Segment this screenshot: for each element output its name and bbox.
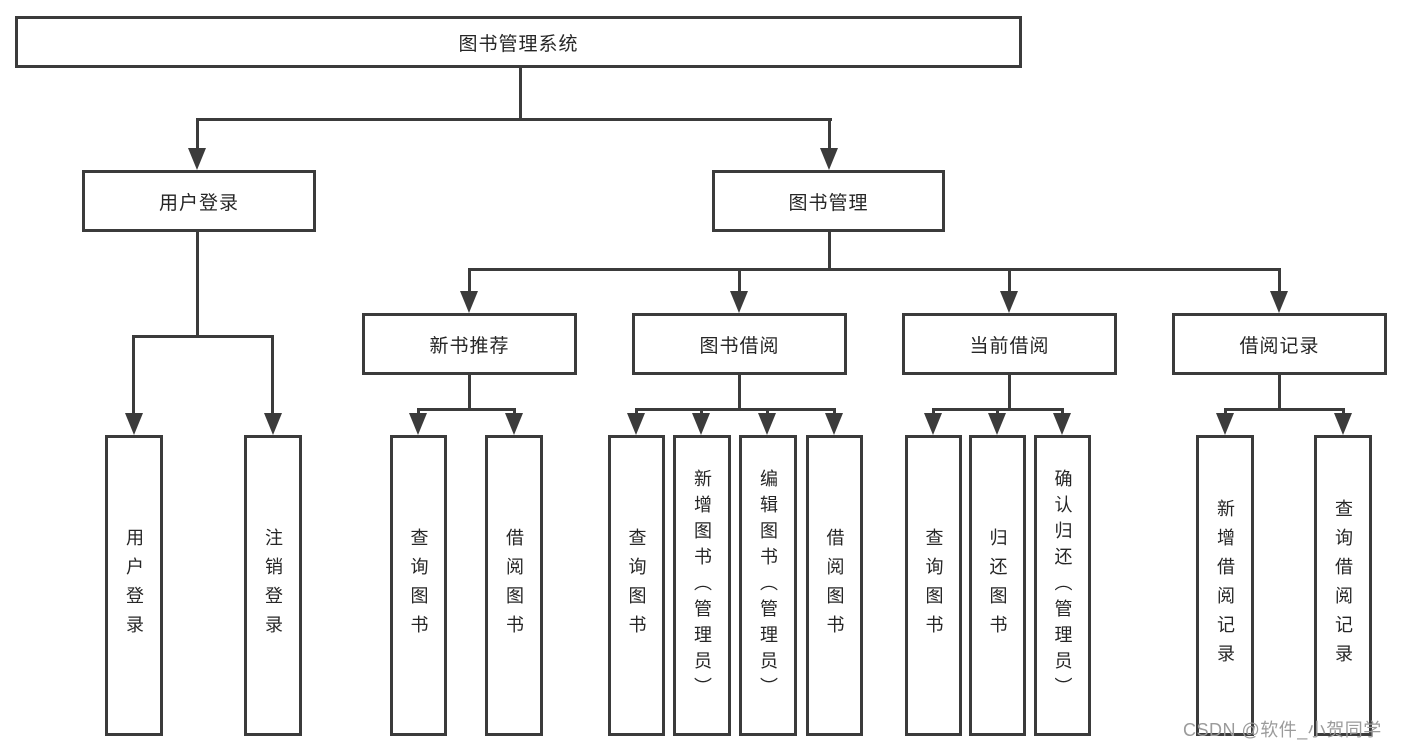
arrow-down-icon — [1270, 291, 1288, 313]
leaf-label: 借阅图书 — [504, 527, 524, 644]
connector-group-hbar — [417, 408, 516, 411]
connector-group-stem — [738, 268, 741, 293]
leaf-label: 编辑图书（管理员） — [758, 468, 778, 703]
connector-user-login-down — [196, 232, 199, 335]
arrow-down-icon — [825, 413, 843, 435]
connector-group-hbar — [1224, 408, 1345, 411]
connector-user-login-hbar — [132, 335, 274, 338]
connector-leaf-stem — [932, 408, 935, 416]
arrow-down-icon — [1053, 413, 1071, 435]
connector-leaf-stem — [996, 408, 999, 416]
leaf-add-borrow-record: 新增借阅记录 — [1196, 435, 1254, 736]
node-current-borrowing: 当前借阅 — [902, 313, 1117, 375]
arrow-down-icon — [1000, 291, 1018, 313]
leaf-add-books-admin: 新增图书（管理员） — [673, 435, 731, 736]
node-borrowing-records: 借阅记录 — [1172, 313, 1387, 375]
csdn-watermark: CSDN @软件_小贺同学 — [1183, 720, 1382, 740]
leaf-query-books-recommend: 查询图书 — [390, 435, 447, 736]
connector-leaf-stem — [271, 335, 274, 415]
connector-book-mgmt-hbar — [468, 268, 1281, 271]
leaf-label: 查询图书 — [923, 527, 944, 644]
connector-leaf-stem — [1342, 408, 1345, 416]
connector-group-stem — [468, 268, 471, 293]
connector-root-stem — [519, 68, 522, 118]
arrow-down-icon — [188, 148, 206, 170]
leaf-label: 确认归还（管理员） — [1052, 468, 1073, 703]
leaf-logout: 注销登录 — [244, 435, 302, 736]
connector-leaf-stem — [700, 408, 703, 416]
leaf-label: 新增图书（管理员） — [692, 468, 712, 703]
connector-leaf-stem — [1061, 408, 1064, 416]
arrow-down-icon — [264, 413, 282, 435]
node-book-management: 图书管理 — [712, 170, 945, 232]
arrow-down-icon — [627, 413, 645, 435]
node-library-management-system: 图书管理系统 — [15, 16, 1022, 68]
arrow-down-icon — [125, 413, 143, 435]
connector-group-stem — [1278, 268, 1281, 293]
connector-leaf-stem — [635, 408, 638, 416]
leaf-borrow-books: 借阅图书 — [806, 435, 863, 736]
leaf-confirm-return-admin: 确认归还（管理员） — [1034, 435, 1091, 736]
connector-group-stem — [1008, 268, 1011, 293]
arrow-down-icon — [988, 413, 1006, 435]
connector-group-down — [738, 375, 741, 408]
leaf-label: 查询借阅记录 — [1333, 498, 1353, 673]
connector-leaf-stem — [1224, 408, 1227, 416]
leaf-query-books-current: 查询图书 — [905, 435, 962, 736]
connector-group-down — [1008, 375, 1011, 408]
connector-group-hbar — [635, 408, 836, 411]
leaf-label: 查询图书 — [626, 527, 647, 644]
leaf-label: 归还图书 — [987, 527, 1008, 644]
connector-group-down — [468, 375, 471, 408]
connector-user-login-stem — [196, 118, 199, 152]
arrow-down-icon — [1334, 413, 1352, 435]
leaf-edit-books-admin: 编辑图书（管理员） — [739, 435, 797, 736]
leaf-label: 借阅图书 — [824, 527, 845, 644]
arrow-down-icon — [505, 413, 523, 435]
node-new-book-recommend: 新书推荐 — [362, 313, 577, 375]
leaf-user-login: 用户登录 — [105, 435, 163, 736]
leaf-label: 用户登录 — [124, 527, 144, 644]
leaf-label: 新增借阅记录 — [1215, 498, 1235, 673]
arrow-down-icon — [820, 148, 838, 170]
node-book-borrowing: 图书借阅 — [632, 313, 847, 375]
leaf-borrow-books-recommend: 借阅图书 — [485, 435, 543, 736]
connector-leaf-stem — [833, 408, 836, 416]
connector-book-mgmt-down — [828, 232, 831, 268]
leaf-query-borrow-record: 查询借阅记录 — [1314, 435, 1372, 736]
connector-leaf-stem — [132, 335, 135, 415]
arrow-down-icon — [924, 413, 942, 435]
connector-root-hbar — [196, 118, 832, 121]
leaf-label: 注销登录 — [263, 527, 283, 644]
leaf-query-books-borrowing: 查询图书 — [608, 435, 665, 736]
node-user-login: 用户登录 — [82, 170, 316, 232]
arrow-down-icon — [1216, 413, 1234, 435]
connector-group-down — [1278, 375, 1281, 408]
leaf-return-books: 归还图书 — [969, 435, 1026, 736]
arrow-down-icon — [692, 413, 710, 435]
connector-leaf-stem — [417, 408, 420, 416]
arrow-down-icon — [409, 413, 427, 435]
arrow-down-icon — [758, 413, 776, 435]
connector-book-mgmt-stem — [828, 118, 831, 152]
arrow-down-icon — [460, 291, 478, 313]
leaf-label: 查询图书 — [408, 527, 429, 644]
connector-leaf-stem — [513, 408, 516, 416]
arrow-down-icon — [730, 291, 748, 313]
connector-leaf-stem — [766, 408, 769, 416]
